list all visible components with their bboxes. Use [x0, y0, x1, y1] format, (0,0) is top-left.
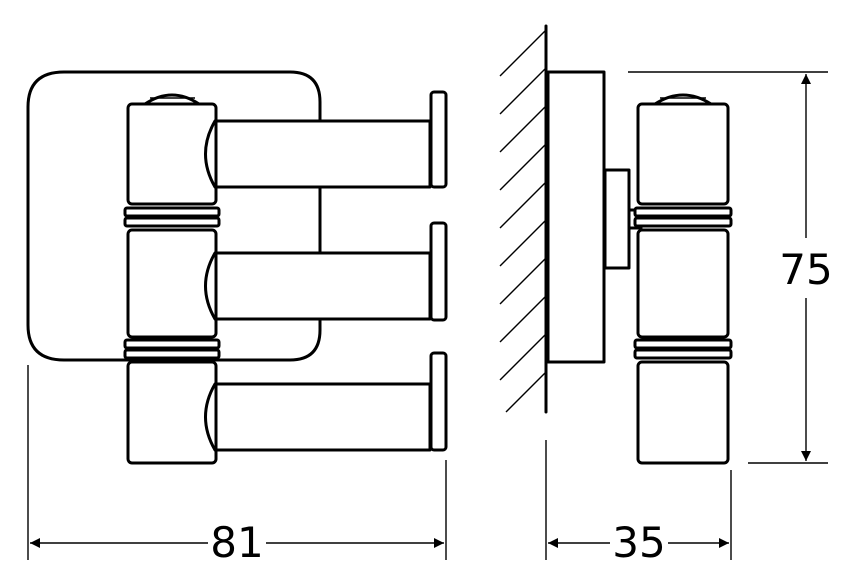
hook-arm-top: [204, 90, 448, 189]
wall-plate: [26, 70, 322, 362]
front-view: [26, 70, 448, 465]
wall-hatch: [499, 24, 548, 414]
side-view: [499, 24, 733, 465]
side-column: [633, 93, 733, 465]
depth-dimension: 35: [545, 440, 732, 567]
width-dimension: 81: [27, 365, 447, 567]
hook-arm-bottom: [204, 351, 448, 452]
hook-arm-middle: [204, 221, 448, 322]
width-label: 81: [210, 518, 263, 567]
plate-profile: [546, 70, 606, 364]
swivel-column: [123, 93, 221, 465]
connector-bracket: [603, 168, 643, 270]
height-label: 75: [779, 245, 832, 294]
depth-label: 35: [612, 518, 665, 567]
height-dimension: 75: [628, 71, 833, 464]
